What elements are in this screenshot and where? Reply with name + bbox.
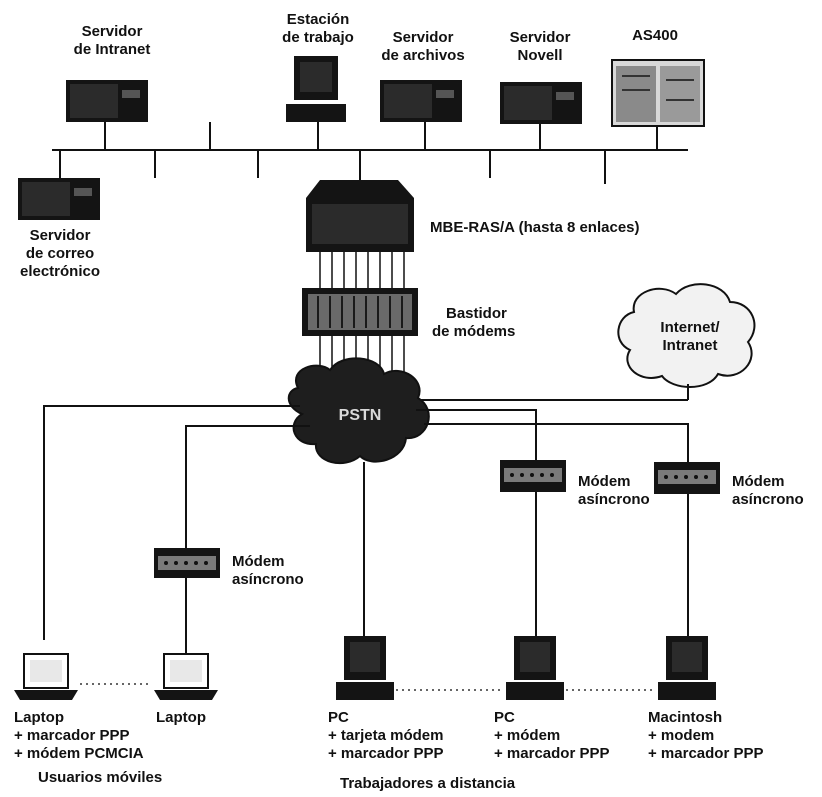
modem3-label-1: Módem — [732, 473, 785, 490]
modem1-label-1: Módem — [232, 553, 285, 570]
link-pstn-laptop1 — [43, 405, 300, 640]
pc2-label-2: + módem — [494, 727, 560, 744]
laptop2-label: Laptop — [156, 709, 206, 726]
link-pstn-modem1 — [185, 425, 310, 548]
as400-label: AS400 — [632, 27, 678, 44]
link-pstn-modem3 — [424, 423, 689, 462]
workstation-label-2: de trabajo — [282, 29, 354, 46]
pc1-label-3: + marcador PPP — [328, 745, 443, 762]
modem-icon — [500, 460, 566, 492]
laptop1-label-3: + módem PCMCIA — [14, 745, 144, 762]
pc1-label-1: PC — [328, 709, 349, 726]
novell-server-icon — [500, 82, 582, 124]
intranet-server-label-1: Servidor — [82, 23, 143, 40]
file-server-label-1: Servidor — [393, 29, 454, 46]
pc2-label-3: + marcador PPP — [494, 745, 609, 762]
mbe-links — [319, 252, 405, 288]
mac-label-2: + modem — [648, 727, 714, 744]
mbe-ras-icon — [306, 180, 414, 252]
laptop1-label-1: Laptop — [14, 709, 64, 726]
intranet-server-icon — [66, 80, 148, 122]
pstn-label: PSTN — [339, 407, 382, 424]
pc-icon — [506, 636, 564, 700]
file-server-icon — [380, 80, 462, 122]
modem3-label-2: asíncrono — [732, 491, 804, 508]
link-pstn-modem2 — [416, 409, 537, 460]
modem-rack-label-1: Bastidor — [446, 305, 507, 322]
laptop-icon — [154, 653, 218, 700]
modem-rack-icon — [302, 288, 418, 336]
modem2-label-2: asíncrono — [578, 491, 650, 508]
mbe-label: MBE-RAS/A (hasta 8 enlaces) — [430, 219, 640, 236]
modem-rack-label-2: de módems — [432, 323, 515, 340]
modem-icon — [154, 548, 220, 578]
laptop-icon — [14, 653, 78, 700]
file-server-label-2: de archivos — [381, 47, 464, 64]
novell-server-label-2: Novell — [517, 47, 562, 64]
mail-server-icon — [18, 178, 100, 220]
intranet-server-label-2: de Intranet — [74, 41, 151, 58]
remote-workers-caption: Trabajadores a distancia — [340, 775, 516, 792]
modem1-label-2: asíncrono — [232, 571, 304, 588]
modem2-label-1: Módem — [578, 473, 631, 490]
workstation-icon — [286, 56, 346, 122]
mobile-users-caption: Usuarios móviles — [38, 769, 162, 786]
macintosh-icon — [658, 636, 716, 700]
mail-server-label-2: de correo — [26, 245, 94, 262]
workstation-label-1: Estación — [287, 11, 350, 28]
pc1-label-2: + tarjeta módem — [328, 727, 443, 744]
novell-server-label-1: Servidor — [510, 29, 571, 46]
as400-icon — [611, 59, 705, 127]
internet-label-2: Intranet — [662, 337, 717, 354]
pc-icon — [336, 636, 394, 700]
internet-cloud-icon — [617, 283, 756, 388]
laptop1-label-2: + marcador PPP — [14, 727, 129, 744]
internet-label-1: Internet/ — [660, 319, 720, 336]
mail-server-label-3: electrónico — [20, 263, 100, 280]
mac-label-3: + marcador PPP — [648, 745, 763, 762]
pc2-label-1: PC — [494, 709, 515, 726]
mac-label-1: Macintosh — [648, 709, 722, 726]
modem-icon — [654, 462, 720, 494]
pstn-cloud-icon — [287, 357, 430, 465]
mail-server-label-1: Servidor — [30, 227, 91, 244]
